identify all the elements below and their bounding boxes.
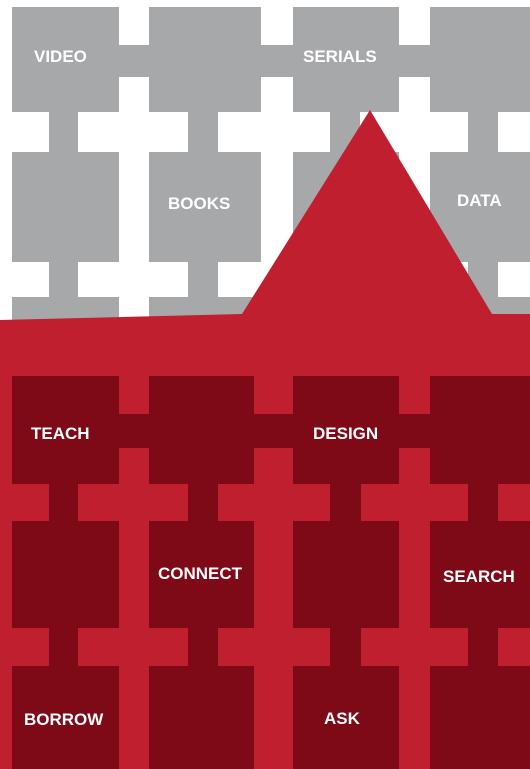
label-serials: SERIALS <box>303 47 377 66</box>
dark-block <box>149 376 254 484</box>
dark-connector <box>468 484 498 521</box>
label-design: DESIGN <box>313 424 378 443</box>
dark-block <box>12 376 119 484</box>
resource-labels: VIDEO SERIALS BOOKS DATA <box>34 47 502 213</box>
gray-block <box>12 7 119 112</box>
label-video: VIDEO <box>34 47 87 66</box>
dark-block <box>293 376 399 484</box>
dark-connector <box>49 484 78 521</box>
dark-connector <box>119 414 149 448</box>
dark-connector <box>188 484 218 521</box>
gray-connector <box>188 112 218 152</box>
dark-block <box>12 521 119 628</box>
dark-connector <box>399 414 430 448</box>
gray-block <box>293 7 399 112</box>
dark-block <box>293 521 399 628</box>
gray-connector <box>49 112 78 152</box>
dark-block <box>430 666 530 769</box>
gray-block <box>149 7 261 112</box>
dark-connector <box>254 414 293 448</box>
gray-connector <box>468 112 498 152</box>
label-ask: ASK <box>324 709 361 728</box>
gray-block <box>149 152 261 262</box>
label-search: SEARCH <box>443 567 515 586</box>
dark-block-grid <box>12 376 530 769</box>
label-borrow: BORROW <box>24 710 104 729</box>
dark-connector <box>188 628 218 666</box>
dark-block <box>149 521 254 628</box>
gray-block <box>12 152 119 262</box>
gray-connector <box>261 45 293 77</box>
service-labels: TEACH DESIGN CONNECT SEARCH BORROW ASK <box>24 424 515 729</box>
gray-connector <box>119 45 149 77</box>
dark-block <box>430 521 530 628</box>
dark-block <box>149 666 254 769</box>
dark-block <box>12 666 119 769</box>
gray-block <box>430 7 530 112</box>
dark-connector <box>330 628 361 666</box>
dark-block <box>293 666 399 769</box>
label-connect: CONNECT <box>158 564 243 583</box>
dark-connector <box>468 628 498 666</box>
dark-block <box>430 376 530 484</box>
dark-connector <box>330 484 361 521</box>
gray-connector <box>188 262 218 297</box>
label-books: BOOKS <box>168 194 230 213</box>
label-data: DATA <box>457 191 502 210</box>
gray-connector <box>49 262 78 297</box>
dark-connector <box>49 628 78 666</box>
label-teach: TEACH <box>31 424 90 443</box>
gray-connector <box>399 45 430 77</box>
